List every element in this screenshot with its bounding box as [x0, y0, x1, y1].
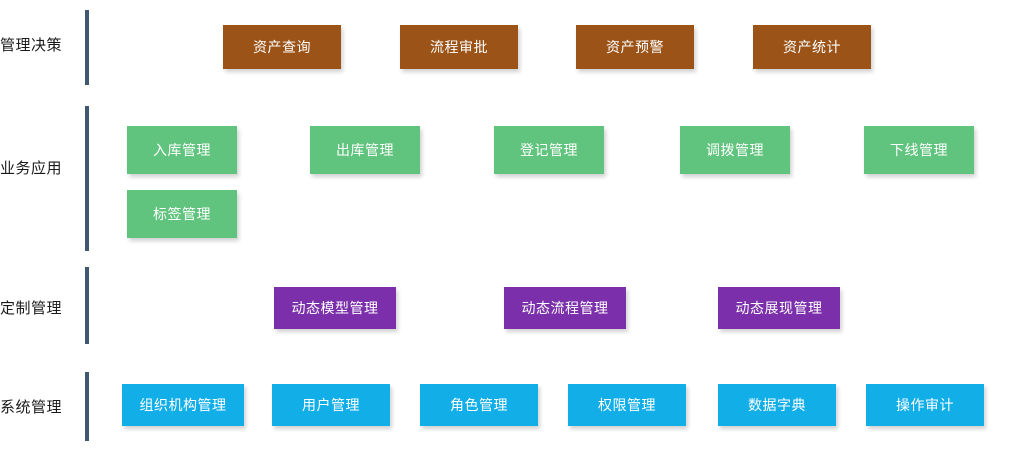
- node-green-4[interactable]: 调拨管理: [680, 126, 790, 174]
- node-green-1[interactable]: 入库管理: [127, 126, 237, 174]
- node-blue-5[interactable]: 数据字典: [718, 384, 836, 426]
- node-blue-3[interactable]: 角色管理: [420, 384, 538, 426]
- node-brown-4[interactable]: 资产统计: [753, 25, 871, 69]
- node-brown-2[interactable]: 流程审批: [400, 25, 518, 69]
- node-green-5[interactable]: 下线管理: [864, 126, 974, 174]
- node-purple-1[interactable]: 动态模型管理: [274, 287, 396, 329]
- node-brown-3[interactable]: 资产预警: [576, 25, 694, 69]
- node-green-2[interactable]: 出库管理: [310, 126, 420, 174]
- tier-container-business-application: [85, 106, 89, 251]
- tier-container-system-management: [85, 372, 89, 441]
- node-green-3[interactable]: 登记管理: [494, 126, 604, 174]
- tier-label-custom-management: 定制管理: [0, 300, 63, 317]
- node-purple-3[interactable]: 动态展现管理: [718, 287, 840, 329]
- node-brown-1[interactable]: 资产查询: [223, 25, 341, 69]
- tier-container-management-decision: [85, 10, 89, 85]
- node-green-6[interactable]: 标签管理: [127, 190, 237, 238]
- tier-container-custom-management: [85, 267, 89, 344]
- tier-label-system-management: 系统管理: [0, 399, 63, 416]
- node-purple-2[interactable]: 动态流程管理: [504, 287, 626, 329]
- tier-label-management-decision: 管理决策: [0, 37, 63, 54]
- node-blue-4[interactable]: 权限管理: [568, 384, 686, 426]
- tier-label-business-application: 业务应用: [0, 160, 63, 177]
- node-blue-2[interactable]: 用户管理: [272, 384, 390, 426]
- node-blue-1[interactable]: 组织机构管理: [122, 384, 244, 426]
- node-blue-6[interactable]: 操作审计: [866, 384, 984, 426]
